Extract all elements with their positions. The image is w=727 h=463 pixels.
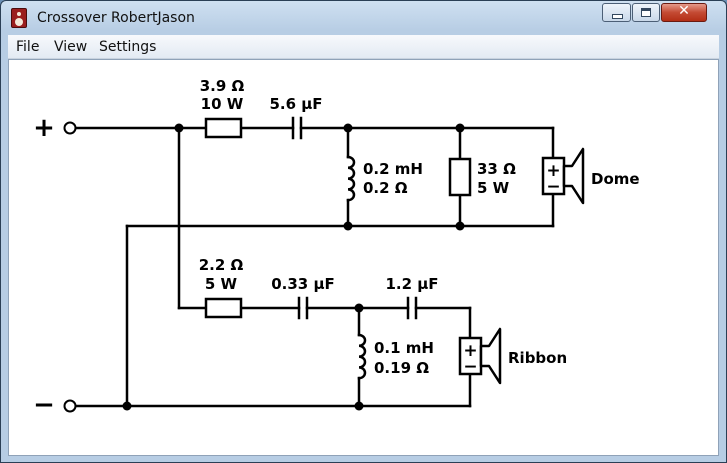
- dome-minus: −: [546, 177, 560, 197]
- ribbon-resistor-value: 2.2 Ω: [199, 256, 244, 274]
- close-button[interactable]: ✕: [661, 3, 707, 22]
- dome-inductor-value: 0.2 mH: [363, 160, 423, 178]
- negative-terminal[interactable]: [63, 399, 77, 413]
- dome-capacitor-value: 5.6 µF: [269, 95, 322, 113]
- tweeter-dot: [17, 12, 21, 16]
- dome-label: Dome: [591, 170, 640, 188]
- ribbon-speaker-icon[interactable]: [458, 327, 502, 385]
- speaker-app-icon[interactable]: [11, 8, 27, 28]
- maximize-button[interactable]: [632, 3, 660, 22]
- dome-shunt-resistance: 33 Ω: [477, 160, 516, 178]
- menu-bar: File View Settings: [8, 35, 719, 59]
- resistor-dome-shunt[interactable]: [448, 157, 472, 197]
- positive-sign: +: [33, 113, 55, 143]
- ribbon-label: Ribbon: [508, 349, 567, 367]
- ribbon-resistor-power: 5 W: [205, 275, 238, 293]
- woofer-dot: [15, 18, 23, 26]
- ribbon-capacitor1-value: 0.33 µF: [271, 275, 335, 293]
- ribbon-inductor-resistance: 0.19 Ω: [374, 359, 429, 377]
- title-bar[interactable]: Crossover RobertJason ✕: [1, 1, 726, 35]
- menu-settings[interactable]: Settings: [99, 39, 157, 55]
- positive-terminal[interactable]: [63, 121, 77, 135]
- dome-inductor-resistance: 0.2 Ω: [363, 179, 408, 197]
- dome-speaker-icon[interactable]: [541, 147, 585, 205]
- crossover-schematic: + − + − Dome + − Ribbon 3.9 Ω 10 W 5.6 µ…: [33, 77, 640, 420]
- dome-shunt-power: 5 W: [477, 179, 510, 197]
- ribbon-inductor-value: 0.1 mH: [374, 339, 434, 357]
- dome-resistor-power: 10 W: [201, 95, 244, 113]
- ribbon-plus: +: [463, 341, 477, 361]
- ribbon-minus: −: [463, 357, 477, 377]
- resistor-ribbon-series[interactable]: [204, 297, 243, 319]
- negative-sign: −: [33, 390, 55, 420]
- ribbon-capacitor2-value: 1.2 µF: [385, 275, 438, 293]
- menu-file[interactable]: File: [16, 39, 40, 55]
- schematic-canvas: + − + − Dome + − Ribbon 3.9 Ω 10 W 5.6 µ…: [8, 59, 719, 456]
- close-icon: ✕: [678, 3, 690, 19]
- minimize-icon: [612, 14, 623, 19]
- dome-resistor-value: 3.9 Ω: [200, 77, 245, 95]
- minimize-button[interactable]: [602, 3, 631, 22]
- menu-view[interactable]: View: [54, 39, 88, 55]
- window-title: Crossover RobertJason: [37, 10, 195, 26]
- dome-plus: +: [546, 161, 560, 181]
- resistor-dome-series[interactable]: [204, 117, 243, 139]
- maximize-icon: [641, 8, 651, 17]
